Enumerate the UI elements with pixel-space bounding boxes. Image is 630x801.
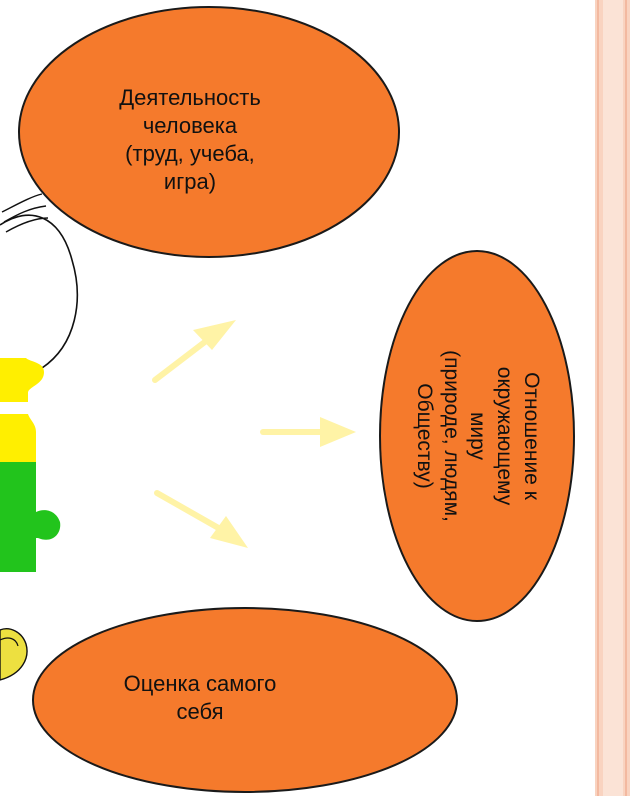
attitude-label: Отношение к окружающему миру (природе, л… bbox=[377, 331, 577, 541]
arrow-icon bbox=[154, 490, 248, 548]
activity-line: игра) bbox=[163, 169, 217, 195]
arrow-icon bbox=[260, 417, 356, 447]
self-assessment-oval bbox=[32, 607, 458, 793]
side-band bbox=[595, 0, 630, 796]
arrow-icon bbox=[152, 320, 236, 383]
attitude-line: миру bbox=[466, 411, 490, 461]
puzzle-figure-icon bbox=[0, 193, 78, 681]
self-assessment-line: Оценка самого bbox=[123, 670, 277, 696]
attitude-line: (природе, людям, bbox=[439, 350, 463, 522]
attitude-line: окружающему bbox=[493, 366, 517, 506]
self-assessment-line: себя bbox=[176, 699, 224, 724]
activity-oval bbox=[18, 6, 400, 258]
self-assessment-label: Оценка самого себя bbox=[85, 648, 315, 748]
attitude-oval bbox=[379, 250, 575, 622]
attitude-line: Отношение к bbox=[520, 372, 544, 500]
activity-label: Деятельность человека (труд, учеба, игра… bbox=[95, 55, 285, 225]
attitude-line: Обществу) bbox=[412, 383, 436, 489]
activity-line: (труд, учеба, bbox=[125, 141, 255, 166]
activity-line: Деятельность bbox=[119, 84, 261, 110]
activity-line: человека bbox=[142, 112, 238, 138]
arrow-group bbox=[152, 320, 356, 548]
